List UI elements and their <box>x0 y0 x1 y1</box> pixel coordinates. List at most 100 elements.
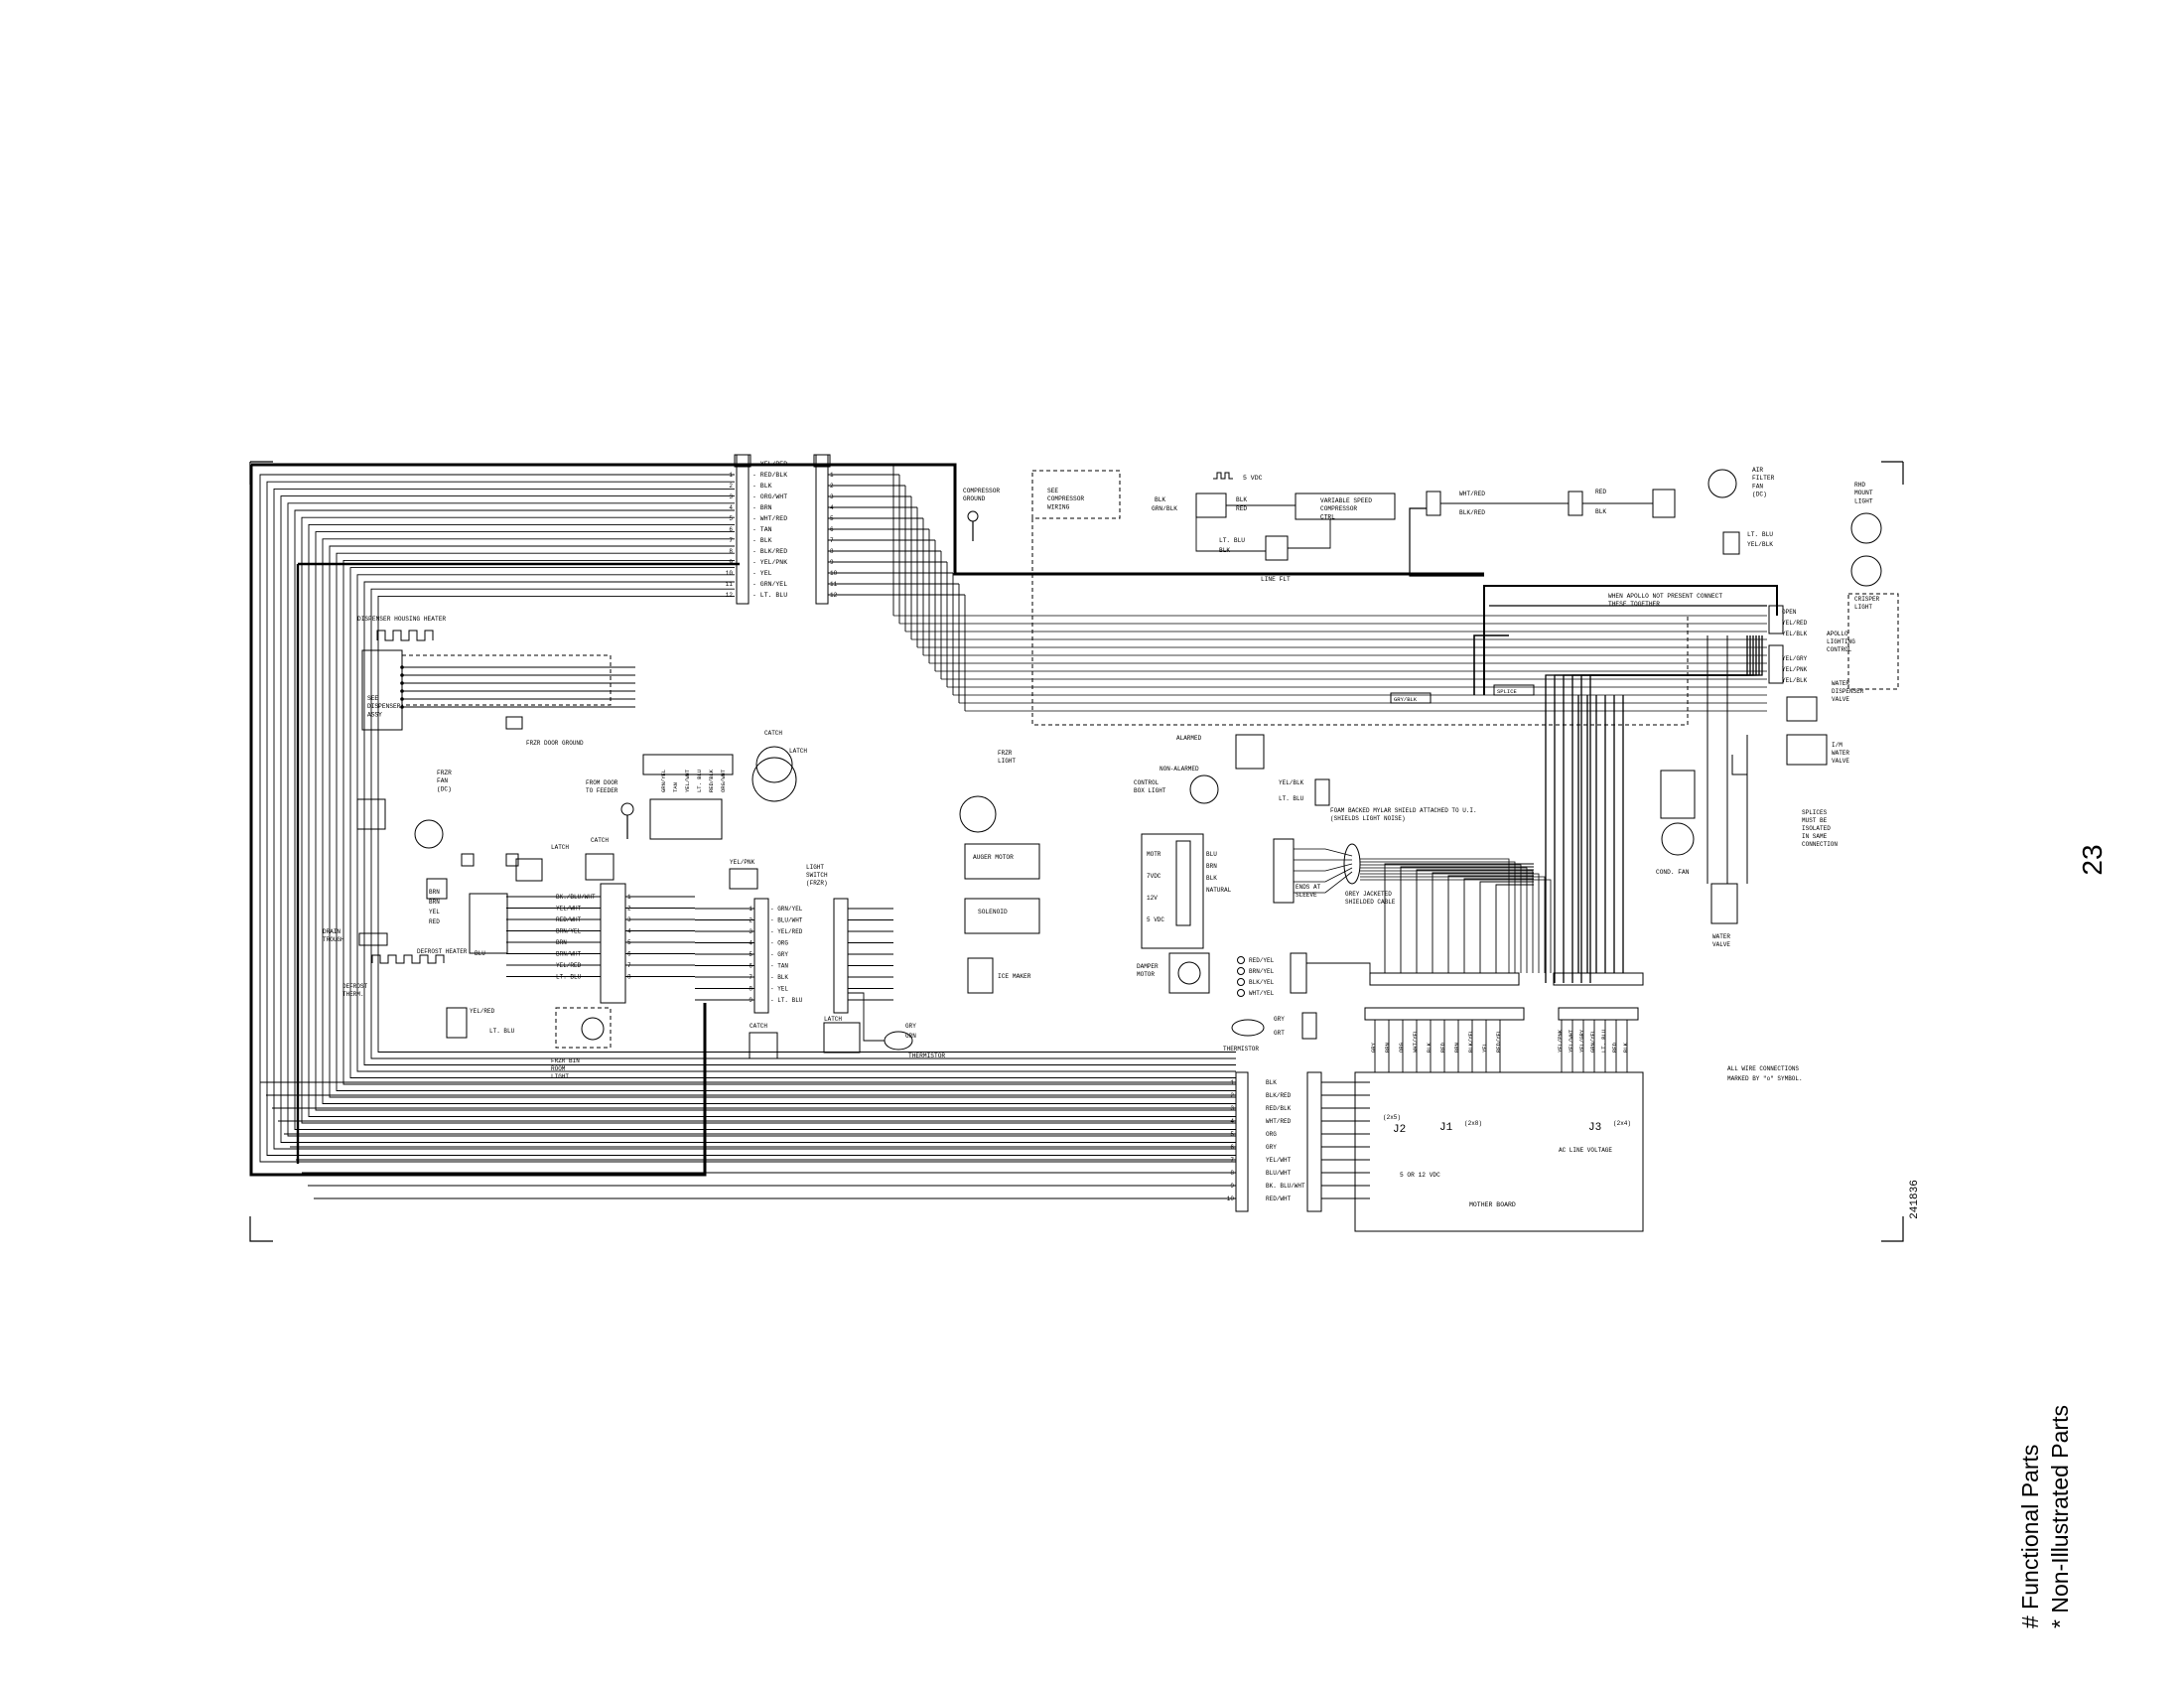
apollo-lighting-label: APOLLO <box>1827 631 1848 637</box>
bottom-harness-pin: 8 <box>1230 1170 1234 1177</box>
page-number: 23 <box>2077 844 2108 876</box>
latch-circle <box>751 757 797 802</box>
harness-wire-label: - ORG/WHT <box>752 493 787 500</box>
air-filter-fan <box>1707 469 1737 498</box>
j1-size: (2x8) <box>1464 1120 1482 1127</box>
damper-conn <box>1290 952 1307 994</box>
auger-label: AUGER MOTOR <box>973 854 1014 861</box>
top-harness-left <box>736 454 750 605</box>
bottom-harness-pin: 6 <box>1230 1144 1234 1151</box>
air-filter-fan-label: (DC) <box>1752 492 1767 498</box>
wire-label: YEL/BLK <box>1747 541 1773 548</box>
mid-harness-wire: - GRN/YEL <box>770 906 803 913</box>
wire <box>1294 867 1353 883</box>
wire <box>1294 863 1353 872</box>
defrost-block <box>469 893 508 954</box>
crisper-label: CRISPER <box>1854 596 1880 603</box>
wire-label: WHT/RED <box>1459 491 1485 497</box>
wire <box>301 516 1236 1124</box>
wire <box>1360 870 1534 973</box>
five-vdc-label: 5 VDC <box>1243 475 1263 482</box>
harness-wire-label: - BLK <box>752 483 772 490</box>
bottom-harness-wire: RED/BLK <box>1266 1105 1292 1112</box>
pin-label: YEL/GRY <box>1782 655 1808 662</box>
mid-harness-pin: 8 <box>749 986 752 993</box>
bin-light-dashed <box>555 1007 612 1049</box>
ui-wire-label: NATURAL <box>1206 887 1232 894</box>
main-wire <box>1483 585 1778 695</box>
mid-harness-pin: 5 <box>749 951 752 958</box>
wire <box>1589 635 1763 983</box>
defrost-heater-label: DEFROST HEATER <box>417 948 468 955</box>
wire <box>329 545 1236 1098</box>
j3-wire-label: YEL/WHT <box>1568 1029 1574 1053</box>
j3-wire-label: RED <box>1611 1042 1618 1053</box>
ui-pin-label: 5 VDC <box>1147 916 1164 923</box>
damper-motor <box>1177 961 1201 985</box>
bin-light <box>581 1017 605 1041</box>
harness-pin: 4 <box>729 504 733 511</box>
drain-trough <box>358 932 388 946</box>
alarm-conn <box>1235 734 1265 770</box>
see-compressor-label: COMPRESSOR <box>1047 495 1084 502</box>
ice-maker-conn <box>967 957 994 994</box>
wire <box>1195 506 1266 552</box>
pin-label: YEL/RED <box>1782 620 1808 627</box>
im-water-valve-label: I/M <box>1832 742 1843 749</box>
im-water-valve-label: WATER <box>1832 750 1849 757</box>
left-harness-pin: 2 <box>627 906 631 913</box>
crisper-label: LIGHT <box>1854 604 1872 611</box>
wire <box>1571 635 1757 983</box>
wire <box>1360 861 1516 973</box>
wire <box>1463 878 1534 973</box>
ends-sleeve-label: SLEEVE <box>1296 892 1317 899</box>
left-harness-pin: 8 <box>627 974 631 981</box>
cable-sleeve <box>1343 843 1361 885</box>
wire <box>1563 635 1754 983</box>
j2-label: J2 <box>1393 1124 1406 1136</box>
left-harness-wire: YEL/WHT <box>556 906 582 913</box>
bottom-harness-wire: BLK/RED <box>1266 1092 1292 1099</box>
wire-label: YEL/BLK <box>1279 779 1304 786</box>
all-wire-note: ALL WIRE CONNECTIONS <box>1727 1065 1799 1072</box>
bottom-harness-pin: 5 <box>1230 1131 1234 1138</box>
ui-box <box>1141 833 1204 949</box>
harness-pin: 6 <box>729 526 733 533</box>
wire <box>294 509 1236 1130</box>
harness-pin: 5 <box>729 515 733 522</box>
wire <box>1447 875 1534 973</box>
j1-wire-label: ORG <box>1398 1043 1405 1053</box>
damper-wire-label: BLK/YEL <box>1249 979 1275 986</box>
left-harness-wire: LT. BLU <box>556 974 582 981</box>
latch-block <box>515 858 543 882</box>
wire <box>377 595 1236 1053</box>
wire-label: BLK/RED <box>1459 509 1485 516</box>
wire <box>1360 867 1528 973</box>
damper-label: MOTOR <box>1137 971 1155 978</box>
wire <box>342 559 1236 1085</box>
wire <box>1731 755 1747 775</box>
wire <box>848 992 885 1042</box>
harness-pin: 9 <box>830 559 834 566</box>
bin-light-label: FRZR BIN <box>551 1057 580 1064</box>
catch-label: CATCH <box>764 730 782 737</box>
wire-label: GRY <box>1274 1016 1285 1023</box>
control-box-label: CONTROL <box>1134 779 1160 786</box>
j3-size: (2x4) <box>1613 1120 1631 1127</box>
wire <box>1294 848 1353 857</box>
bottom-harness-wire: BK. BLU/WHT <box>1266 1183 1305 1190</box>
connection-dot <box>400 697 404 701</box>
mid-harness-wire: - YEL/RED <box>770 928 803 935</box>
compressor-ground-label: COMPRESSOR <box>963 488 1000 494</box>
dispenser-dashed <box>401 654 612 706</box>
rhd-mount-label: LIGHT <box>1854 497 1873 504</box>
light-switch-label: SWITCH <box>806 872 828 879</box>
wire <box>287 502 1236 1137</box>
therm-conn <box>446 1007 468 1039</box>
water-valve-coil <box>1786 696 1818 722</box>
left-harness-wire: RED/WHT <box>556 916 582 923</box>
dispenser-heater-label: DISPENSER HOUSING HEATER <box>357 616 446 623</box>
top-harness-right <box>815 454 829 605</box>
